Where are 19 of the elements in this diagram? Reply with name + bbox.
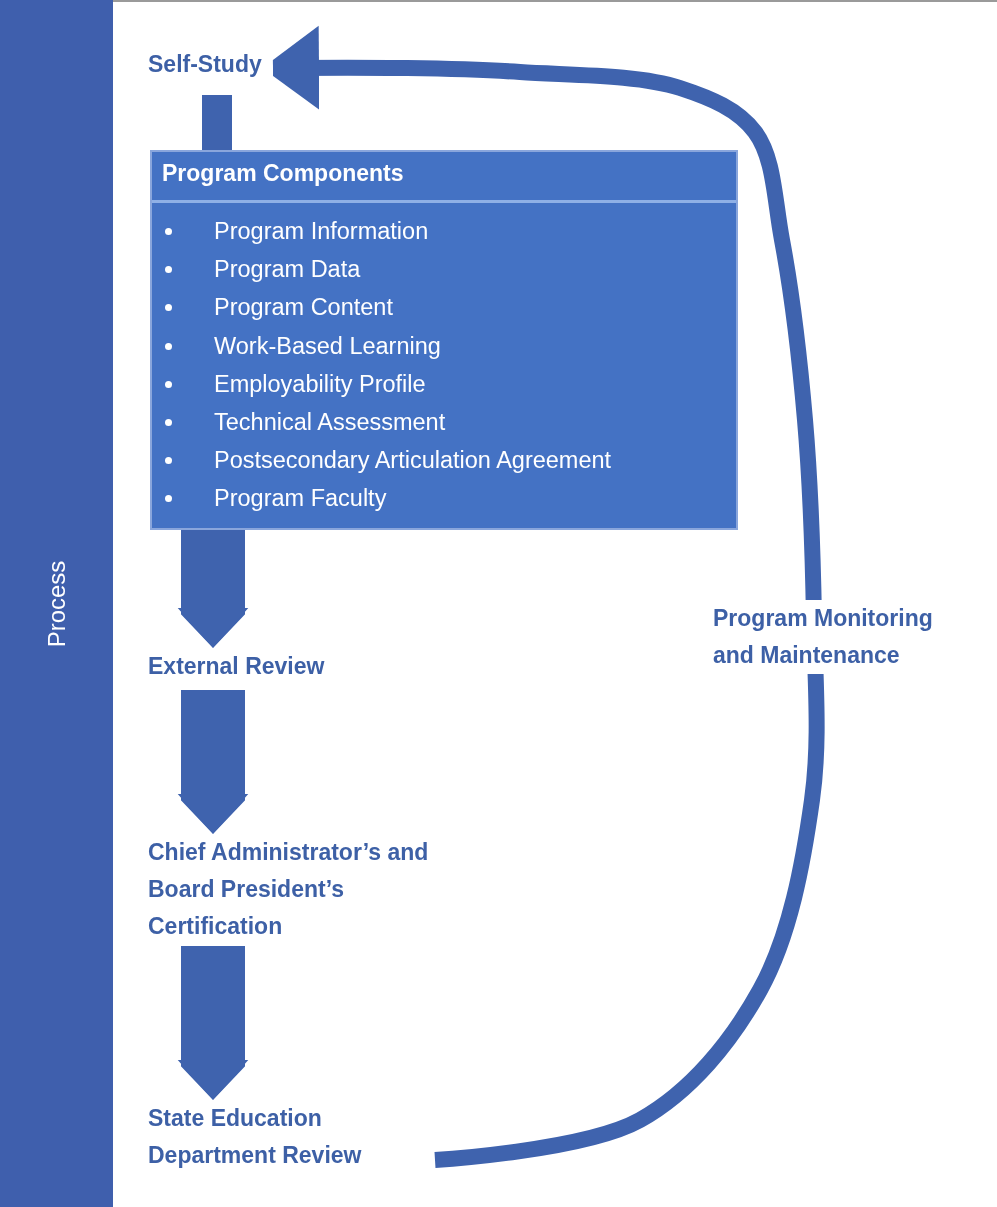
list-item: Program Content bbox=[214, 294, 393, 321]
components-box bbox=[150, 150, 738, 530]
step-label: Self-Study bbox=[148, 50, 263, 79]
block-arrow bbox=[176, 690, 250, 834]
list-item: Program Data bbox=[214, 256, 361, 283]
band-label: Process bbox=[42, 560, 71, 647]
step-label: State Education Department Review bbox=[148, 1104, 363, 1170]
list-item: Postsecondary Articulation Agreement bbox=[214, 447, 612, 474]
block-arrow bbox=[176, 946, 250, 1100]
step-label: External Review bbox=[148, 652, 326, 681]
process-band bbox=[0, 0, 113, 1207]
block-arrow bbox=[176, 530, 250, 648]
box-heading: Program Components bbox=[162, 160, 404, 187]
list-item: Program Faculty bbox=[214, 485, 387, 512]
list-item: Employability Profile bbox=[214, 370, 426, 397]
step-label: Chief Administrator’s and Board President’s Certification bbox=[148, 838, 430, 941]
list-item: Program Information bbox=[214, 218, 429, 244]
list-item: Technical Assessment bbox=[214, 409, 446, 435]
list-item: Work-Based Learning bbox=[214, 332, 441, 359]
